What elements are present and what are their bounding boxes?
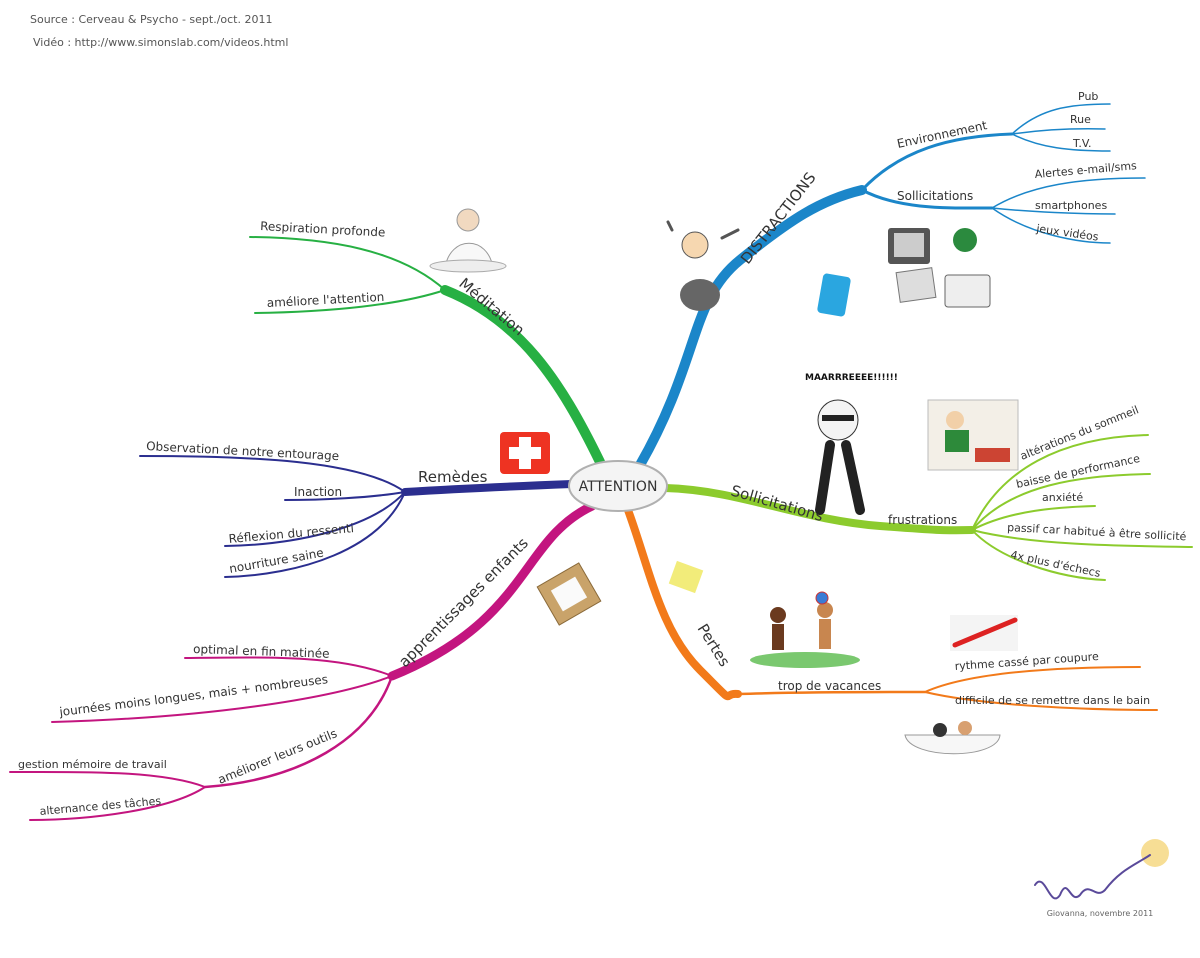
label-pertes: Pertes — [694, 621, 734, 670]
label-sollicitations-distractions: Sollicitations — [897, 189, 973, 203]
center-node[interactable]: ATTENTION — [568, 460, 668, 512]
leaf-gestion-memoire: gestion mémoire de travail — [18, 758, 167, 771]
branch-remedes — [139, 455, 576, 578]
branch-distractions — [635, 103, 1146, 470]
leaf-alterations-sommeil: altérations du sommeil — [1018, 403, 1140, 463]
label-distractions: DISTRACTIONS — [737, 169, 820, 268]
sticky-note-image — [668, 560, 704, 594]
leaf-journees: journées moins longues, mais + nombreuse… — [58, 672, 329, 719]
leaf-echecs: 4x plus d'échecs — [1009, 548, 1102, 580]
meditation-figure-image — [429, 208, 507, 273]
kids-playing-image — [750, 591, 860, 668]
media-devices-image — [888, 228, 991, 308]
video-text: Vidéo : http://www.simonslab.com/videos.… — [33, 36, 289, 49]
gaston-cartoon-image — [927, 399, 1019, 471]
scissors-cut-image — [950, 615, 1018, 651]
leaf-rythme-casse: rythme cassé par coupure — [954, 650, 1099, 673]
leaf-pub: Pub — [1078, 90, 1098, 103]
cartoon-distracted-man-image — [666, 220, 740, 311]
notepad-image — [536, 562, 602, 626]
leaf-alternance: alternance des tâches — [39, 794, 162, 818]
leaf-respiration: Respiration profonde — [260, 219, 386, 240]
leaf-anxiete: anxiété — [1042, 491, 1083, 504]
shout-text: MAARRREEEE!!!!!! — [805, 373, 898, 383]
label-apprentissages: apprentissages enfants — [395, 534, 532, 671]
leaf-difficile-remettre: difficile de se remettre dans le bain — [955, 694, 1150, 707]
label-sollicitations: Sollicitations — [729, 482, 826, 526]
bathtub-image — [904, 721, 1001, 755]
leaf-inaction: Inaction — [294, 485, 342, 499]
screaming-man-image — [815, 399, 865, 515]
label-frustrations: frustrations — [888, 513, 957, 527]
source-text: Source : Cerveau & Psycho - sept./oct. 2… — [30, 13, 273, 26]
branch-pertes — [624, 506, 1158, 711]
branch-sollicitations — [661, 434, 1193, 581]
branch-apprentissages — [9, 501, 597, 821]
leaf-jeux-videos: jeux vidéos — [1035, 222, 1100, 244]
leaf-reflexion: Réflexion du ressenti — [228, 521, 354, 546]
leaf-observation: Observation de notre entourage — [146, 439, 340, 463]
leaf-rue: Rue — [1070, 113, 1091, 126]
center-label: ATTENTION — [579, 479, 658, 495]
leaf-optimal: optimal en fin matinée — [193, 642, 330, 661]
label-environnement: Environnement — [896, 118, 989, 151]
label-remedes: Remèdes — [418, 468, 488, 486]
signature-text: Giovanna, novembre 2011 — [1047, 909, 1154, 918]
leaf-ameliore-attention: améliore l'attention — [266, 290, 384, 310]
label-meditation: Méditation — [455, 274, 528, 339]
phone-image — [817, 273, 851, 317]
leaf-smartphones: smartphones — [1035, 199, 1107, 212]
branch-meditation — [249, 236, 605, 467]
leaf-tv: T.V. — [1072, 137, 1092, 150]
first-aid-image — [500, 432, 550, 474]
signature-logo — [1034, 839, 1169, 900]
label-trop-de-vacances: trop de vacances — [778, 679, 881, 693]
